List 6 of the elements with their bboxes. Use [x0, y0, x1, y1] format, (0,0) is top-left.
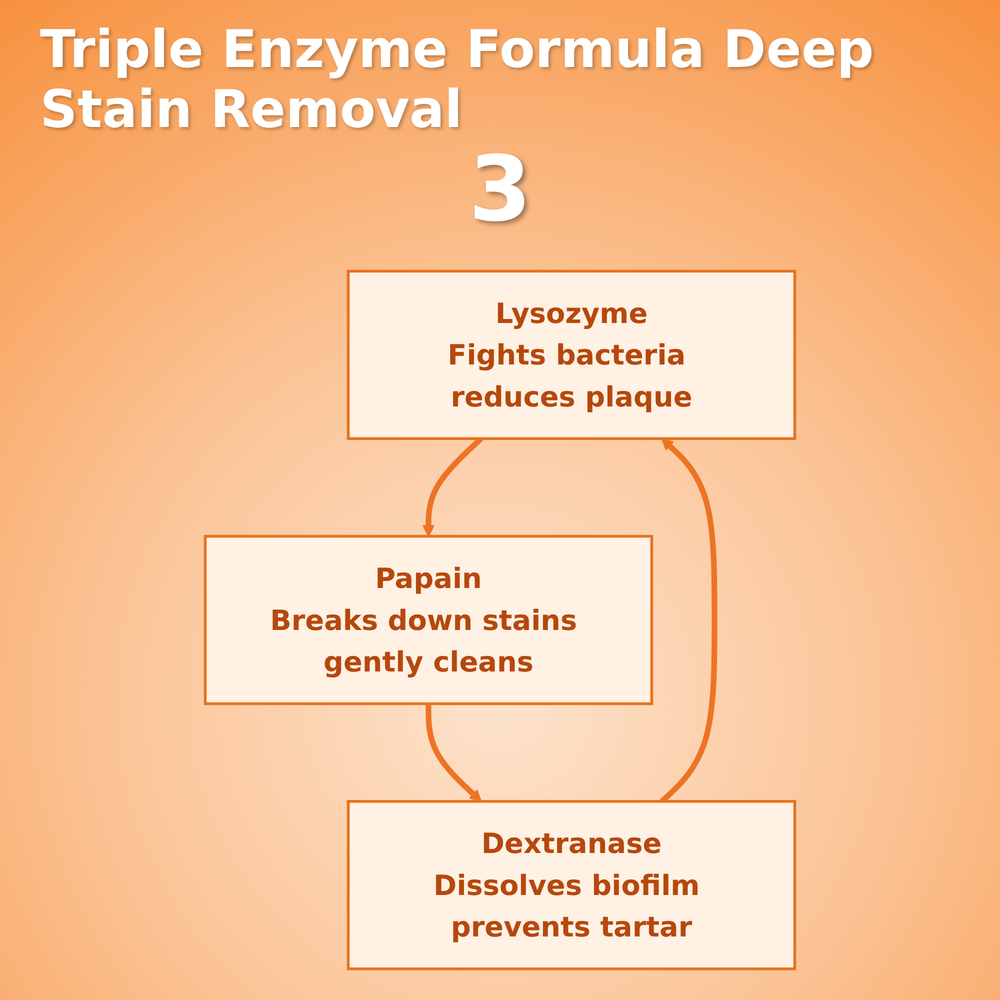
- node-box: Papain Breaks down stains gently cleans: [204, 534, 654, 706]
- node-box: Dextranase Dissolves biofilm prevents tartar: [346, 800, 796, 970]
- arrow: [426, 704, 482, 802]
- title: Triple Enzyme Formula Deep Stain Removal: [40, 20, 875, 140]
- node-box: Lysozyme Fights bacteria reduces plaque: [346, 270, 796, 440]
- center-number: 3: [468, 140, 532, 240]
